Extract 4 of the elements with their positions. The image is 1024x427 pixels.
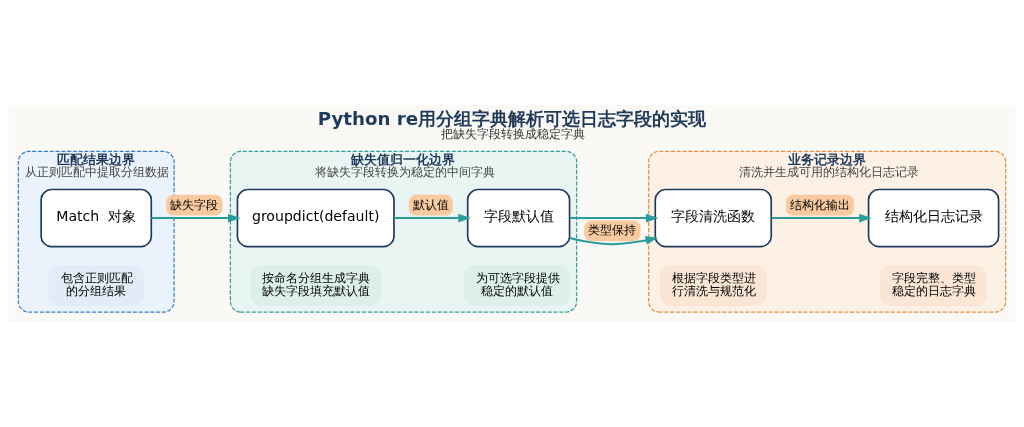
edge-label: 类型保持 (588, 223, 637, 238)
edge-label: 结构化输出 (790, 197, 851, 212)
caption: 把缺失字段转换成稳定字典 (440, 127, 585, 142)
edge-label: 默认值 (413, 197, 450, 212)
